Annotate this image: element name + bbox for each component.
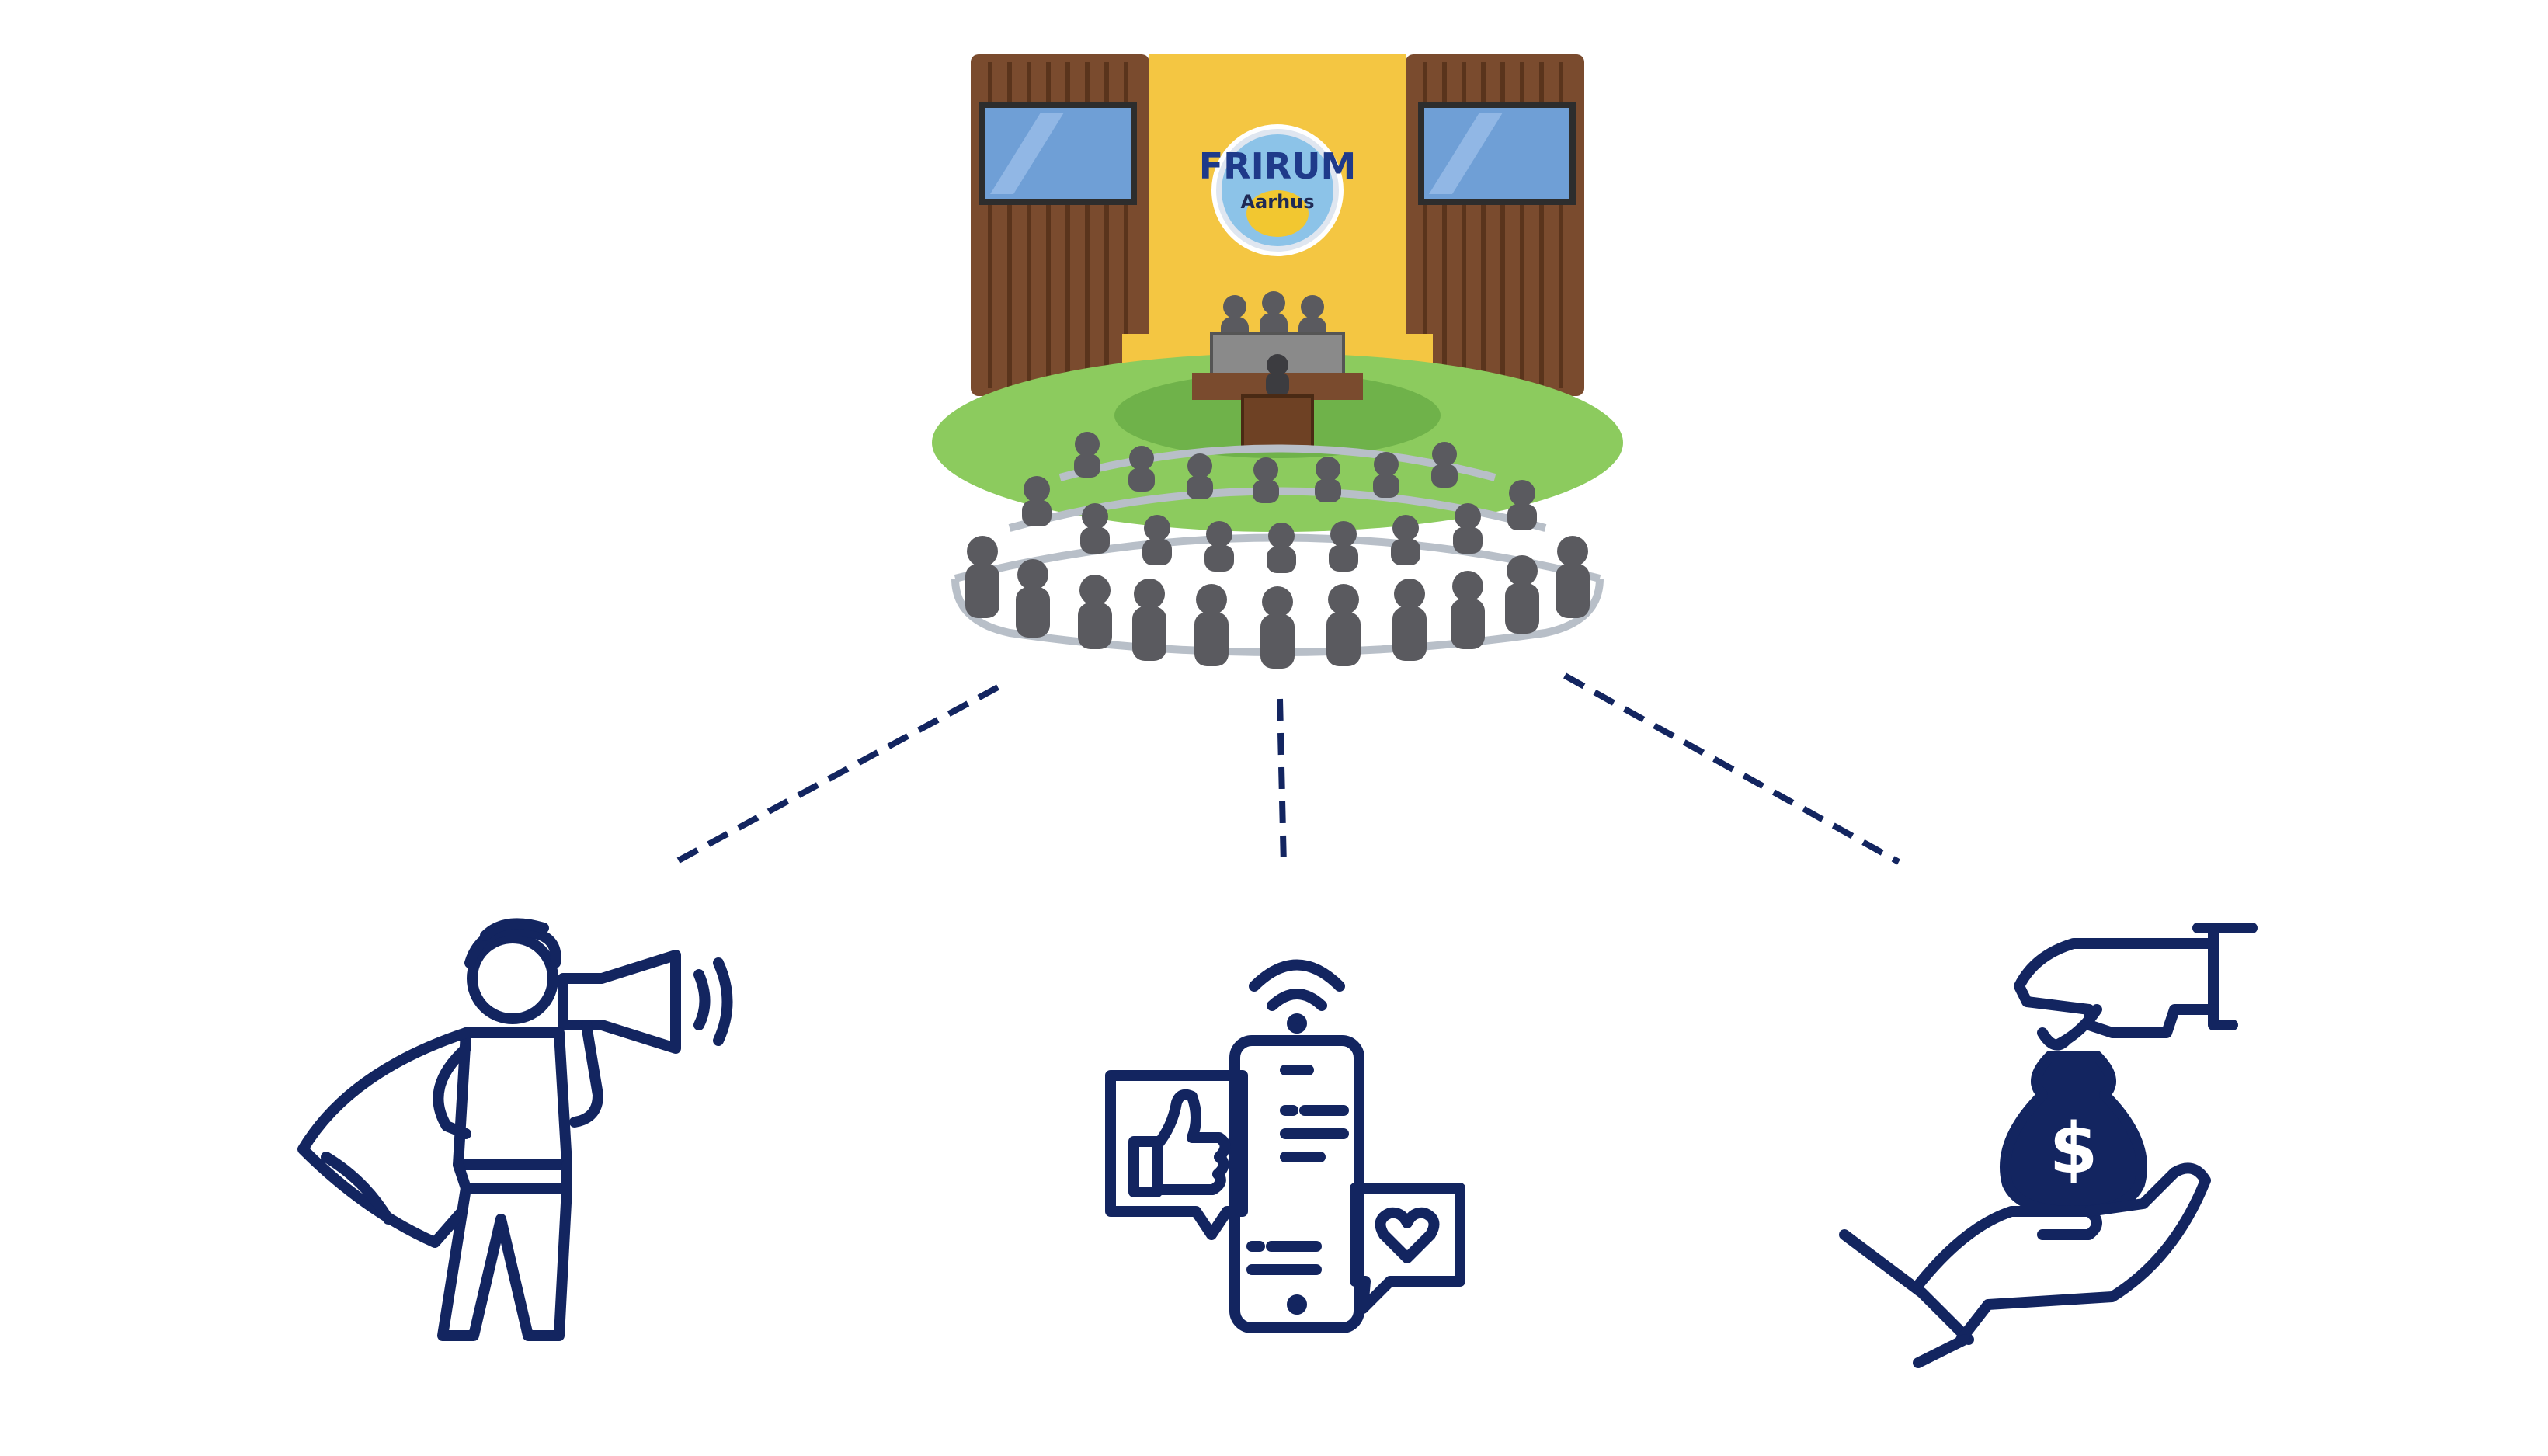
smartphone-social-media-icon: [1105, 959, 1465, 1333]
superhero-megaphone-icon: [297, 918, 733, 1341]
audience: [965, 432, 1590, 669]
panel-table: [1192, 291, 1363, 452]
connector-left: [674, 684, 999, 865]
logo-title: FRIRUM: [1199, 145, 1357, 187]
assembly-hall-illustration: FRIRUM Aarhus: [932, 54, 1623, 669]
connector-center: [1277, 698, 1287, 867]
connector-lines: [674, 672, 1900, 867]
frirum-logo: FRIRUM Aarhus: [1199, 124, 1357, 256]
dollar-sign-icon: $: [2049, 1108, 2098, 1190]
hand-giving-money-bag-icon: $: [1839, 923, 2258, 1368]
logo-subtitle: Aarhus: [1240, 191, 1314, 213]
connector-right: [1563, 672, 1900, 865]
